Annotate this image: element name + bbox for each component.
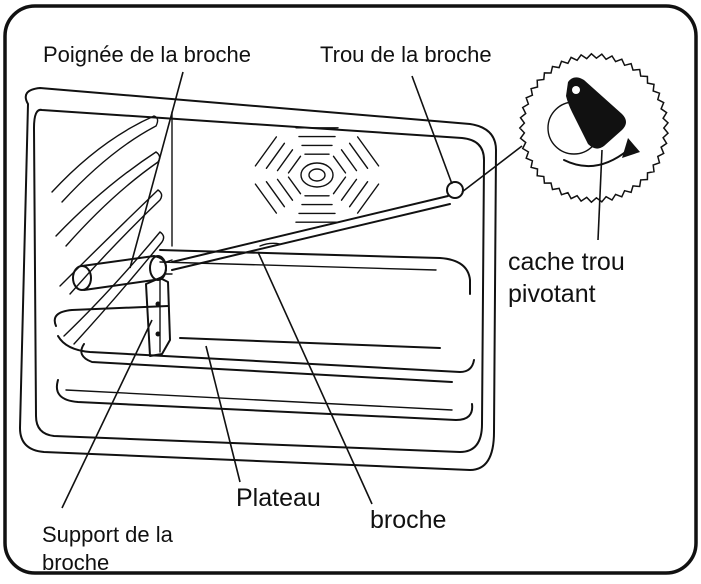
fan-slot: [276, 149, 294, 172]
fan-slot: [348, 142, 369, 169]
side-rack-wires: [51, 115, 165, 345]
fan-slot: [340, 149, 358, 172]
spit-handle: [72, 255, 173, 291]
fan-slot: [265, 142, 286, 169]
fan-slot: [332, 176, 347, 195]
label-spit: broche: [370, 506, 446, 534]
label-hole-cover-line1: cache trou: [508, 248, 625, 276]
fan-slot: [287, 155, 302, 174]
label-spit-hole: Trou de la broche: [320, 42, 492, 67]
label-spit-handle: Poignée de la broche: [43, 42, 251, 67]
fan-slot: [332, 155, 347, 174]
spit-rod: [171, 181, 464, 271]
label-spit-support-line2: broche: [42, 550, 109, 575]
fan-slot: [287, 176, 302, 195]
fan-slot: [276, 178, 294, 201]
label-tray: Plateau: [236, 484, 321, 512]
fan-slot: [265, 181, 286, 208]
hole-cover-detail: [518, 52, 670, 241]
leader-lines: [61, 71, 523, 509]
label-hole-cover-line2: pivotant: [508, 280, 596, 308]
fan-slot: [356, 183, 380, 214]
oven-cavity: [19, 87, 497, 471]
fan-slot: [356, 136, 380, 167]
fan-grille: [254, 127, 380, 223]
fan-slot: [254, 136, 278, 167]
label-spit-support-line1: Support de la: [42, 522, 174, 547]
fan-slot: [254, 183, 278, 214]
rack-shelves: [53, 249, 475, 421]
fan-slot: [340, 178, 358, 201]
fan-slot: [348, 181, 369, 208]
